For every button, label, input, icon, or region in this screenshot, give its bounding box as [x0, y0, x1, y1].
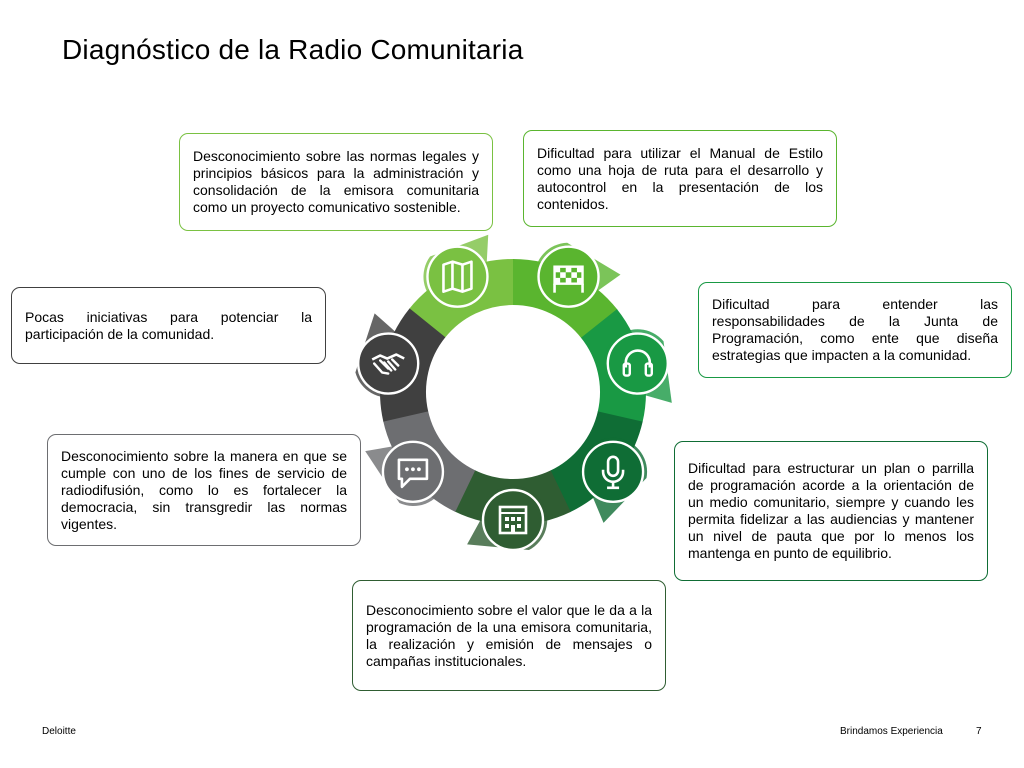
- text-box-style-manual-text: Dificultad para utilizar el Manual de Es…: [537, 144, 823, 212]
- footer-company: Deloitte: [42, 726, 76, 737]
- page-title: Diagnóstico de la Radio Comunitaria: [62, 34, 524, 65]
- text-box-community-participation-text: Pocas iniciativas para potenciar la part…: [25, 308, 312, 342]
- map-icon: [426, 245, 489, 308]
- text-box-legal-norms: Desconocimiento sobre las normas legales…: [179, 133, 493, 231]
- building-icon: [481, 488, 545, 552]
- headphones-icon: [606, 332, 669, 395]
- text-box-programming-board-text: Dificultad para entender las responsabil…: [712, 296, 998, 363]
- text-box-programming-value-text: Desconocimiento sobre el valor que le da…: [366, 601, 652, 669]
- text-box-democracy: Desconocimiento sobre la manera en que s…: [47, 434, 361, 546]
- checkered-flag-icon: [537, 245, 600, 308]
- text-box-democracy-text: Desconocimiento sobre la manera en que s…: [61, 447, 347, 532]
- text-box-programming-plan-text: Dificultad para estructurar un plan o pa…: [688, 460, 974, 561]
- text-box-programming-board: Dificultad para entender las responsabil…: [698, 282, 1012, 378]
- text-box-style-manual: Dificultad para utilizar el Manual de Es…: [523, 130, 837, 227]
- footer-tagline: Brindamos Experiencia: [840, 726, 943, 737]
- microphone-icon: [581, 440, 645, 504]
- text-box-programming-plan: Dificultad para estructurar un plan o pa…: [674, 441, 988, 581]
- text-box-legal-norms-text: Desconocimiento sobre las normas legales…: [193, 148, 479, 215]
- chat-icon: [381, 440, 445, 504]
- page-number: 7: [976, 726, 982, 737]
- text-box-community-participation: Pocas iniciativas para potenciar la part…: [11, 287, 326, 364]
- text-box-programming-value: Desconocimiento sobre el valor que le da…: [352, 580, 666, 691]
- handshake-icon: [357, 332, 420, 395]
